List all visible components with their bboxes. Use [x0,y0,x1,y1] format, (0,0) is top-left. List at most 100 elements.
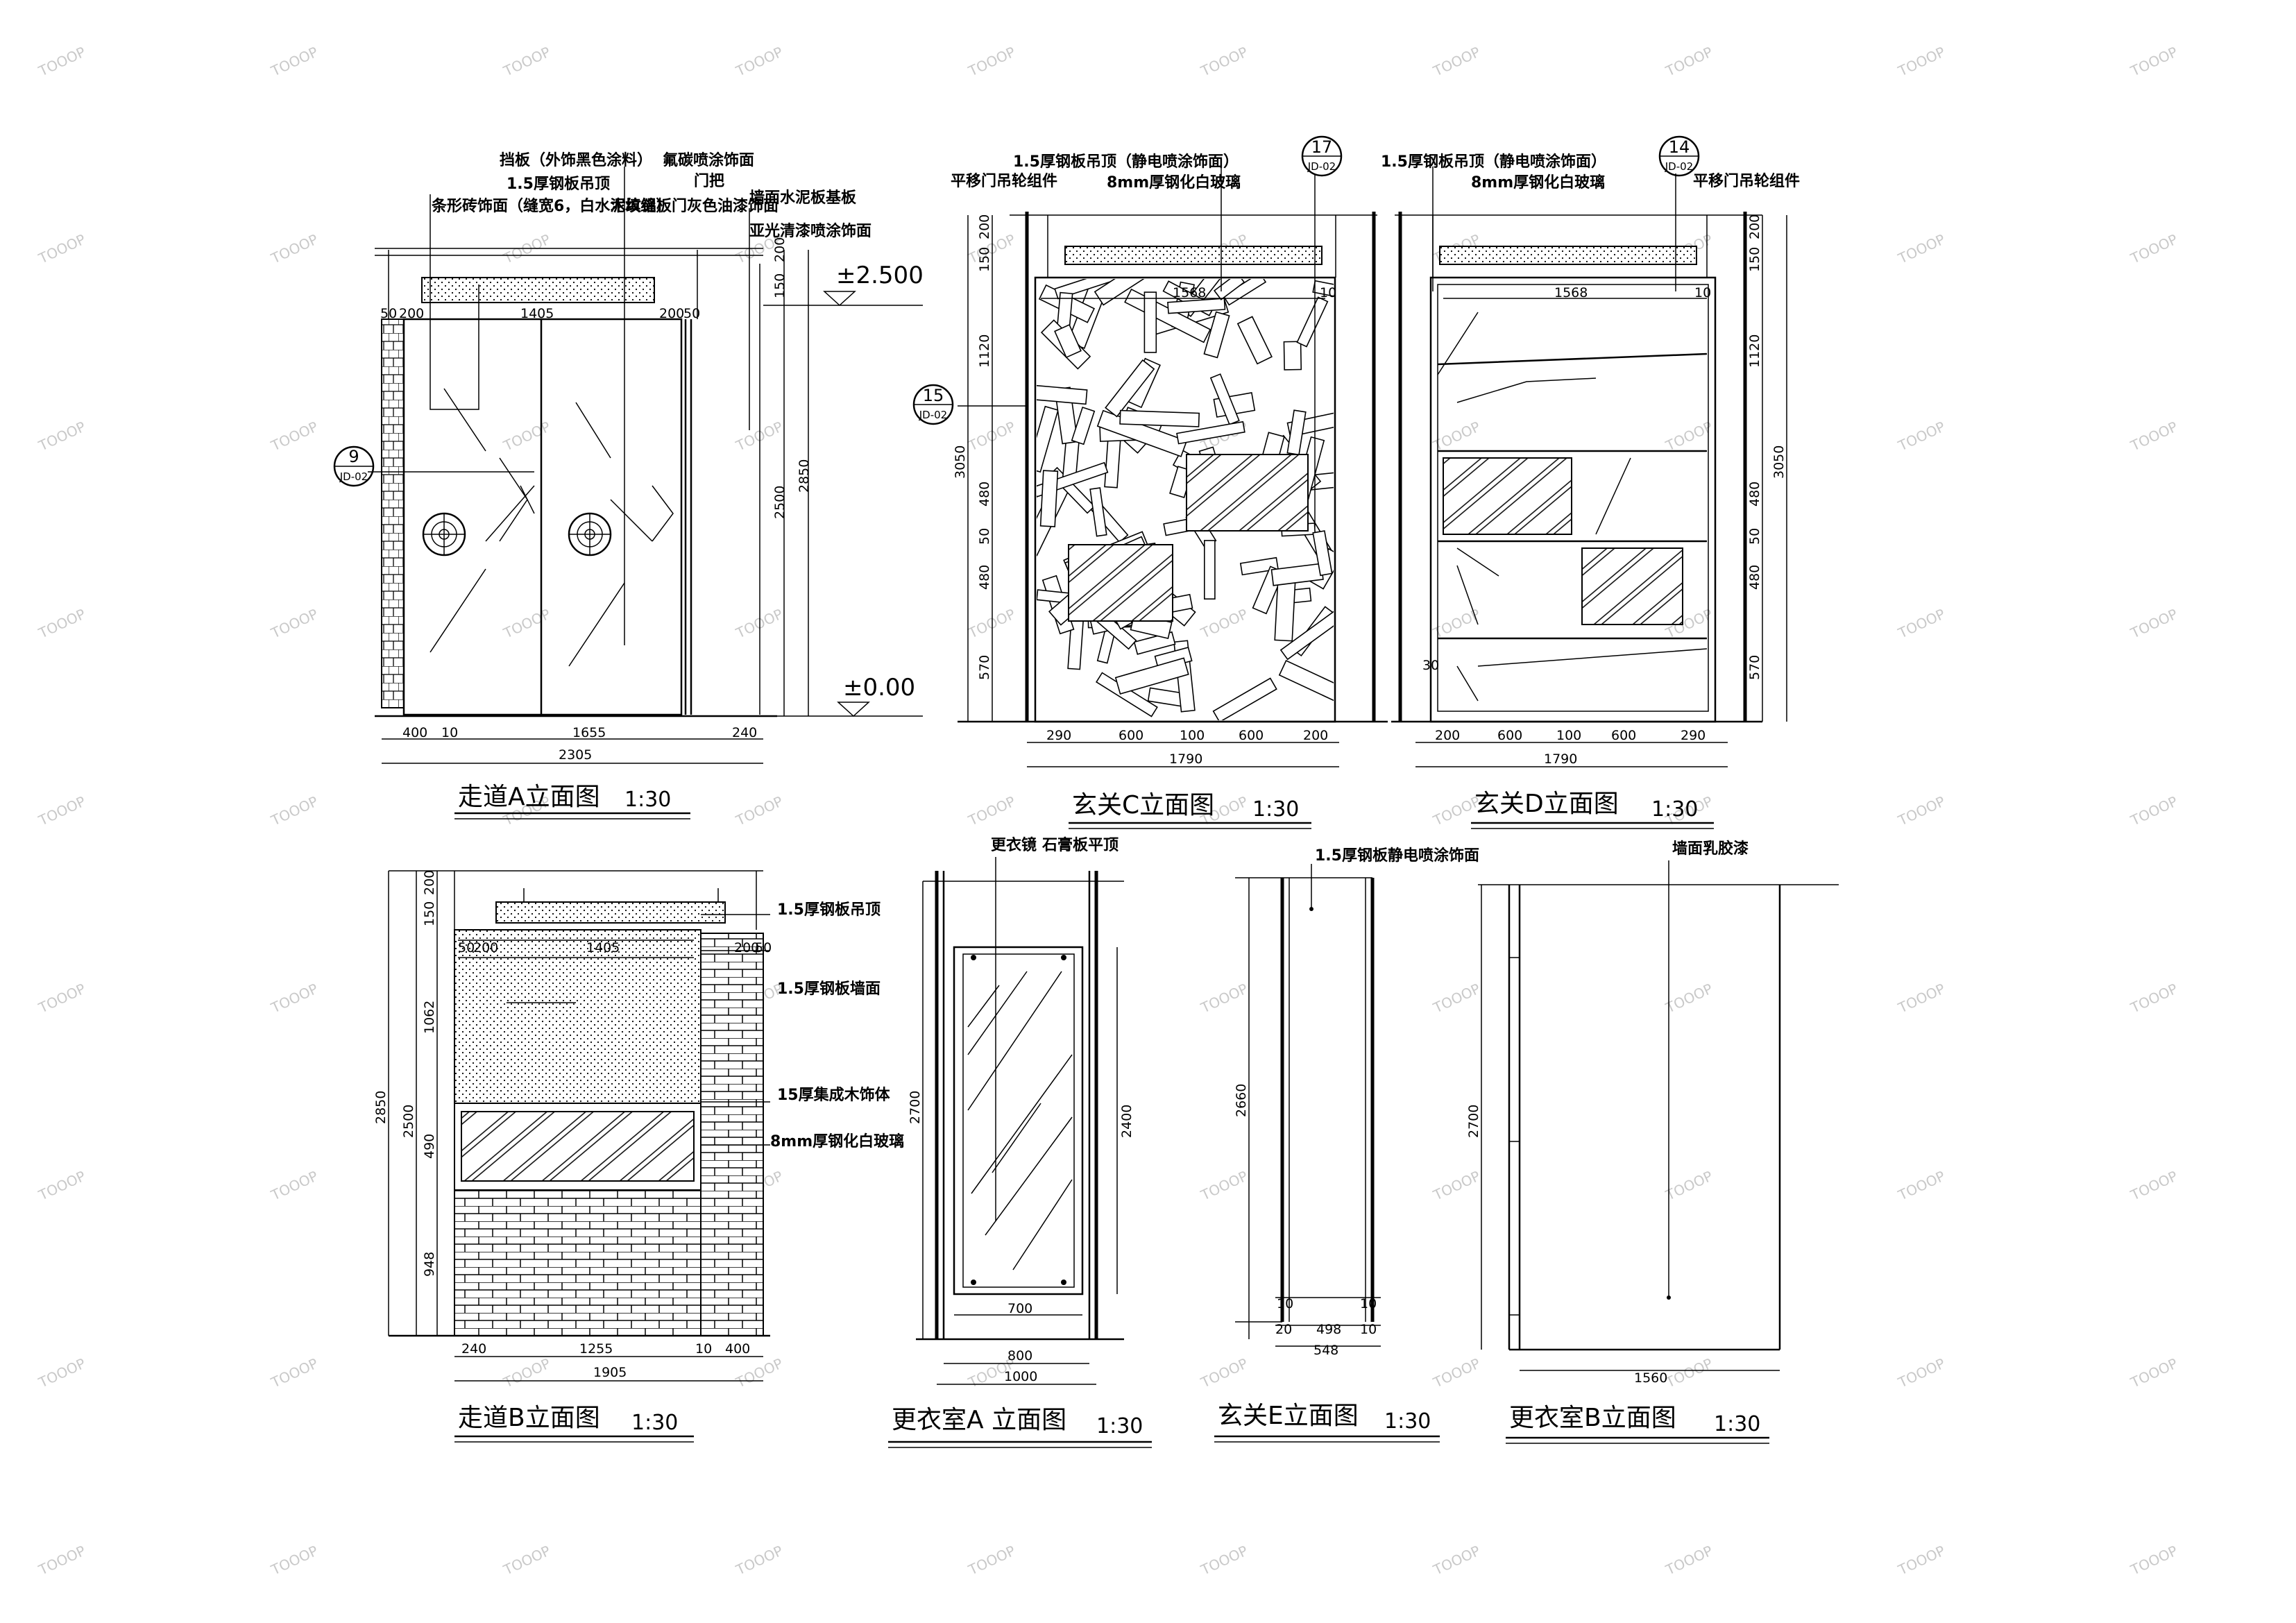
door-knob-icon [568,512,612,556]
dim: 10 [1360,1322,1377,1337]
dim: 50 [755,940,772,955]
woodblock [1283,341,1302,371]
woodblock [1213,279,1245,300]
watermark: TOOOP [268,980,321,1017]
watermark: TOOOP [500,606,553,642]
label: 平移门吊轮组件 [1693,172,1800,190]
watermark: TOOOP [1895,980,1948,1017]
watermark: TOOOP [1198,1355,1250,1391]
dim: 290 [1046,728,1071,743]
dim: 150 [772,273,788,298]
view-title: 玄关E立面图 [1218,1402,1359,1430]
label: 1.5厚钢板吊顶 [777,901,881,919]
view-scale: 1:30 [1714,1412,1760,1436]
dim: 200 [399,306,424,321]
dim: 600 [1239,728,1264,743]
watermark: TOOOP [1895,231,1948,267]
label: 挡板（外饰黑色涂料） [500,151,652,169]
woodblock [1176,420,1245,445]
view-dressing-b: 墙面乳胶漆 2700 1560 更衣室B立面图 1:30 [1466,840,1839,1444]
watermark: TOOOP [733,1543,785,1579]
dim: 1568 [1173,285,1206,300]
woodblock [1204,540,1216,600]
dim: 1790 [1169,751,1202,767]
detail-tag-num: 17 [1311,137,1333,157]
watermark: TOOOP [268,1355,321,1391]
label: 墙面水泥板基板 [749,189,857,207]
woodblock [1054,324,1082,359]
dim: 50 [380,306,397,321]
watermark: TOOOP [1198,44,1250,80]
watermark: TOOOP [35,1168,88,1204]
dim: 480 [1747,565,1762,590]
watermark: TOOOP [733,606,785,642]
dim: 600 [1119,728,1143,743]
dim: 1905 [593,1365,627,1380]
dim: 150 [1747,247,1762,272]
dim: 400 [402,725,427,740]
dim: 10 [441,725,458,740]
dim: 2305 [559,747,592,763]
watermark: TOOOP [35,418,88,454]
dim: 150 [422,901,437,926]
watermark: TOOOP [268,1168,321,1204]
watermark: TOOOP [1663,1543,1715,1579]
dim: 1255 [579,1341,613,1357]
dim: 200 [422,870,437,895]
detail-tag-num: 15 [923,386,944,405]
view-title: 更衣室A 立面图 [892,1406,1066,1434]
dim: 200 [734,940,759,955]
label: 8mm厚钢化白玻璃 [770,1132,904,1150]
woodblock [1278,660,1334,711]
dim: 570 [1747,655,1762,680]
dim: 2660 [1234,1084,1249,1117]
watermark: TOOOP [35,231,88,267]
watermark: TOOOP [35,1355,88,1391]
woodblock [1105,359,1155,418]
woodblock [1037,384,1088,405]
view-foyer-c: 17 JD-02 15 JD-02 1.5厚钢板吊顶（静电喷涂饰面） 平移门吊轮… [912,135,1388,829]
view-dressing-a: 更衣镜 石膏板平顶 2700 2400 700 800 1000 更衣室A 立面… [888,836,1152,1448]
watermark: TOOOP [2127,606,2180,642]
dim: 600 [1497,728,1522,743]
watermark: TOOOP [500,1355,553,1391]
level-mark: ±0.00 [843,674,915,702]
dim: 10 [1360,1296,1377,1311]
watermark: TOOOP [965,606,1018,642]
dim: 2700 [908,1091,923,1124]
dim: 30 [1422,658,1439,673]
dim: 480 [977,482,992,507]
dim: 100 [1556,728,1581,743]
dim: 150 [977,247,992,272]
watermark: TOOOP [2127,231,2180,267]
dim: 2500 [772,486,788,519]
watermark: TOOOP [500,44,553,80]
dim: 480 [977,565,992,590]
detail-tag-ref: JD-02 [1307,160,1336,173]
dim: 1120 [977,334,992,368]
label: 条形砖饰面（缝宽6，白水泥填缝） [431,197,671,215]
view-foyer-d: 14 JD-02 1.5厚钢板吊顶（静电喷涂饰面） 8mm厚钢化白玻璃 平移门吊… [1381,135,1800,829]
watermark: TOOOP [268,1543,321,1579]
dim: 240 [732,725,757,740]
watermark: TOOOP [35,793,88,829]
woodblock [1054,279,1123,300]
dim: 2850 [797,459,812,493]
dim: 10 [1277,1296,1293,1311]
label: 石膏板平顶 [1041,836,1119,854]
view-title: 走道B立面图 [458,1404,600,1432]
woodblock [1296,296,1329,348]
watermark: TOOOP [1430,44,1483,80]
dim: 570 [977,655,992,680]
view-scale: 1:30 [624,788,671,812]
label: 1.5厚钢板静电喷涂饰面 [1315,847,1479,865]
dim: 200 [1747,214,1762,239]
view-scale: 1:30 [1651,797,1698,822]
dim: 480 [1747,482,1762,507]
watermark: TOOOP [1430,980,1483,1017]
woodblock [1274,576,1296,642]
woodblock [1114,657,1189,695]
woodblock [1037,405,1059,473]
view-foyer-e: 1.5厚钢板静电喷涂饰面 2660 10 10 20 498 10 548 玄关… [1214,847,1479,1443]
watermark: TOOOP [500,418,553,454]
